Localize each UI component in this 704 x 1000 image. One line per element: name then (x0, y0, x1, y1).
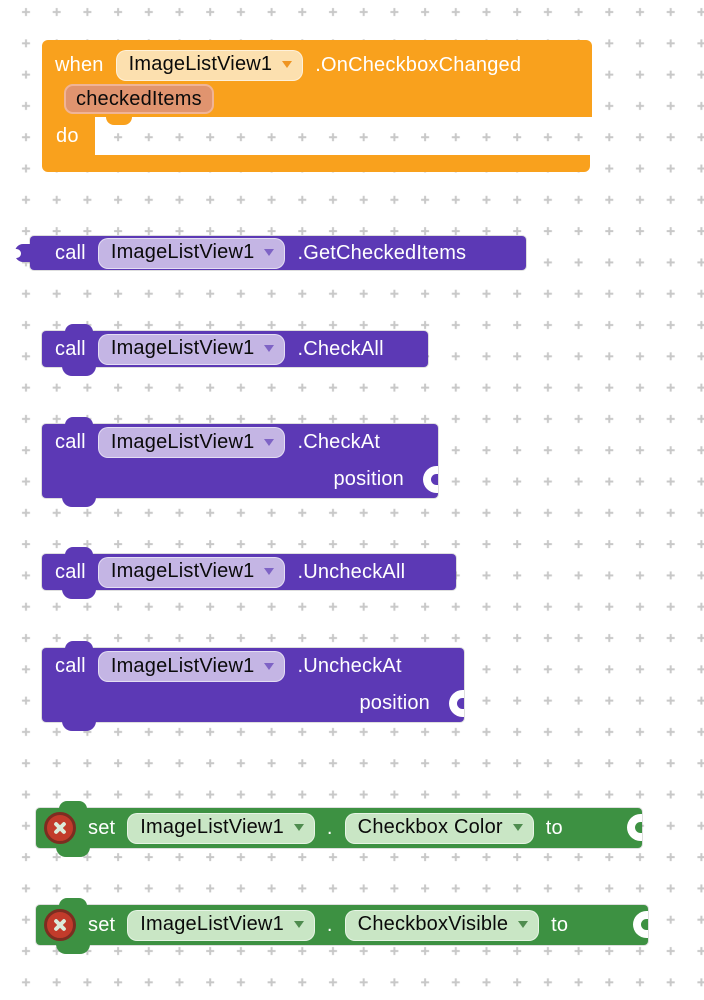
dropdown-arrow-icon (282, 61, 293, 68)
value-socket[interactable] (423, 466, 438, 493)
component-dropdown[interactable]: ImageListView1 (97, 333, 286, 365)
event-name-label: .OnCheckboxChanged (315, 53, 522, 76)
socket-bump-icon (635, 822, 642, 833)
dropdown-arrow-icon (264, 249, 275, 256)
method-name-label: .CheckAll (297, 337, 384, 360)
call-label: call (55, 241, 86, 264)
value-socket[interactable] (449, 690, 464, 717)
dot-separator: . (326, 913, 333, 936)
top-connector-icon (59, 898, 87, 906)
component-dropdown[interactable]: ImageListView1 (97, 556, 286, 588)
socket-bump-icon (641, 919, 648, 930)
event-block-left-wall (42, 117, 95, 155)
call-label: call (55, 655, 86, 677)
to-label: to (545, 816, 563, 839)
event-header-row: when ImageListView1 .OnCheckboxChanged (55, 47, 521, 83)
component-dropdown-value: ImageListView1 (110, 430, 255, 453)
output-plug-icon (15, 244, 30, 262)
top-connector-icon (65, 417, 93, 425)
component-dropdown-value: ImageListView1 (140, 816, 284, 838)
call-uncheckat-block[interactable]: call ImageListView1 .UncheckAt position (42, 641, 464, 731)
when-label: when (55, 53, 104, 76)
call-checkall-block[interactable]: call ImageListView1 .CheckAll (42, 324, 428, 376)
component-dropdown[interactable]: ImageListView1 (127, 909, 315, 941)
do-slot[interactable] (95, 117, 592, 155)
component-dropdown[interactable]: ImageListView1 (127, 812, 315, 844)
set-label: set (88, 913, 116, 936)
component-dropdown-value: ImageListView1 (110, 241, 255, 263)
event-param-badge[interactable]: checkedItems (64, 84, 214, 114)
component-dropdown-value: ImageListView1 (140, 913, 284, 935)
method-name-label: .CheckAt (297, 431, 381, 453)
component-dropdown[interactable]: ImageListView1 (97, 427, 286, 458)
method-name-label: .UncheckAt (297, 655, 402, 677)
socket-bump-icon (457, 698, 464, 709)
call-label: call (55, 337, 86, 360)
dropdown-arrow-icon (518, 921, 529, 928)
dropdown-arrow-icon (293, 921, 304, 928)
top-connector-icon (65, 547, 93, 555)
event-block-oncheckboxchanged[interactable]: when ImageListView1 .OnCheckboxChanged c… (42, 40, 592, 172)
dropdown-arrow-icon (293, 824, 304, 831)
event-block-bottom-wall (42, 155, 590, 172)
property-dropdown[interactable]: Checkbox Color (344, 812, 534, 844)
method-name-label: .UncheckAll (297, 560, 406, 583)
dropdown-arrow-icon (512, 824, 523, 831)
property-dropdown[interactable]: CheckboxVisible (344, 909, 540, 941)
dot-separator: . (326, 816, 333, 839)
plug-notch-icon (15, 249, 21, 258)
dropdown-arrow-icon (264, 438, 275, 446)
call-label: call (55, 560, 86, 583)
dropdown-arrow-icon (264, 345, 275, 352)
component-dropdown[interactable]: ImageListView1 (97, 651, 286, 682)
top-connector-icon (65, 641, 93, 649)
error-icon[interactable] (44, 812, 76, 844)
dropdown-arrow-icon (264, 568, 275, 575)
set-checkboxcolor-block[interactable]: set ImageListView1 . Checkbox Color to (36, 801, 642, 857)
position-arg-label: position (333, 468, 404, 490)
socket-bump-icon (431, 474, 438, 485)
bottom-connector-icon (56, 847, 90, 857)
position-arg-label: position (359, 692, 430, 714)
value-socket[interactable] (627, 814, 642, 841)
top-connector-icon (65, 324, 93, 332)
top-connector-icon (59, 801, 87, 809)
bottom-connector-icon (62, 497, 96, 507)
component-dropdown-value: ImageListView1 (128, 53, 273, 75)
statement-notch-icon (106, 117, 132, 125)
property-dropdown-value: Checkbox Color (357, 816, 503, 838)
property-dropdown-value: CheckboxVisible (357, 913, 509, 935)
call-getcheckeditems-block[interactable]: call ImageListView1 .GetCheckedItems (15, 236, 526, 270)
bottom-connector-icon (62, 366, 96, 376)
method-name-label: .GetCheckedItems (297, 241, 467, 264)
call-checkat-block[interactable]: call ImageListView1 .CheckAt position (42, 417, 438, 507)
error-icon[interactable] (44, 909, 76, 941)
call-label: call (55, 431, 86, 453)
component-dropdown[interactable]: ImageListView1 (115, 49, 304, 81)
bottom-connector-icon (62, 589, 96, 599)
component-dropdown-value: ImageListView1 (110, 654, 255, 677)
call-uncheckall-block[interactable]: call ImageListView1 .UncheckAll (42, 547, 456, 599)
component-dropdown[interactable]: ImageListView1 (97, 237, 286, 269)
bottom-connector-icon (56, 944, 90, 954)
dropdown-arrow-icon (264, 662, 275, 670)
call-header-row: call ImageListView1 .CheckAt (42, 424, 438, 461)
bottom-connector-icon (62, 721, 96, 731)
to-label: to (551, 913, 569, 936)
value-socket[interactable] (633, 911, 648, 938)
component-dropdown-value: ImageListView1 (110, 337, 255, 359)
set-checkboxvisible-block[interactable]: set ImageListView1 . CheckboxVisible to (36, 898, 648, 954)
set-label: set (88, 816, 116, 839)
call-header-row: call ImageListView1 .UncheckAt (42, 648, 464, 685)
component-dropdown-value: ImageListView1 (110, 560, 255, 582)
do-label: do (56, 125, 79, 147)
